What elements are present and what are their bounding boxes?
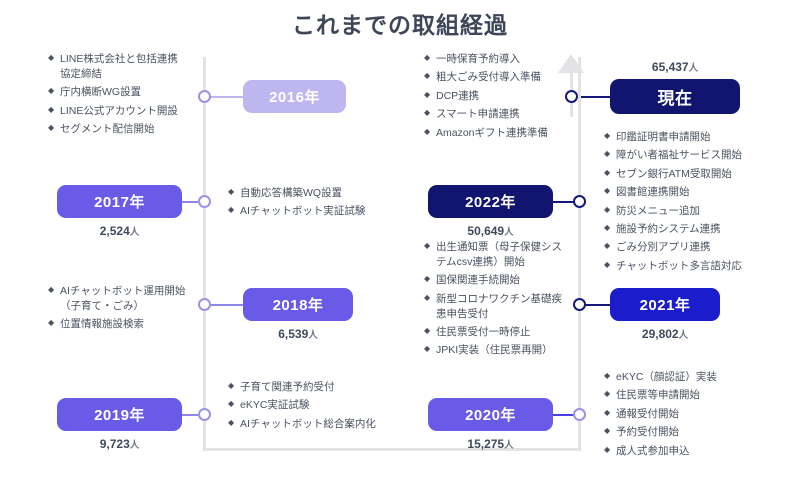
list-present: 印鑑証明書申請開始 障がい者福祉サービス開始 セブン銀行ATM受取開始 図書館連… — [604, 130, 784, 277]
node-present[interactable] — [565, 90, 578, 103]
list-2016: LINE株式会社と包括連携協定締結 庁内横断WG設置 LINE公式アカウント開設… — [48, 52, 180, 141]
chip-2019[interactable]: 2019年 — [57, 398, 182, 431]
node-2018[interactable] — [198, 298, 211, 311]
node-2017[interactable] — [198, 195, 211, 208]
count-unit: 人 — [129, 227, 140, 238]
count-value: 50,649 — [467, 224, 505, 238]
list-2018: AIチャットボット運用開始（子育て・ごみ） 位置情報施設検索 — [48, 284, 188, 336]
count-2017: 2,524人 — [57, 224, 182, 238]
list-item: 通報受付開始 — [604, 407, 779, 422]
count-value: 2,524 — [99, 224, 130, 238]
chip-2016[interactable]: 2016年 — [243, 80, 346, 113]
list-item: 自動応答構築WQ設置 — [228, 186, 388, 201]
count-2018: 6,539人 — [243, 327, 353, 341]
list-2017: 自動応答構築WQ設置 AIチャットボット実証試験 — [228, 186, 388, 223]
list-item: 粗大ごみ受付導入準備 — [424, 70, 574, 85]
chip-2022[interactable]: 2022年 — [428, 185, 553, 218]
count-unit: 人 — [308, 330, 318, 341]
list-item: Amazonギフト連携準備 — [424, 126, 574, 141]
list-2020: eKYC（顔認証）実装 住民票等申請開始 通報受付開始 予約受付開始 成人式参加… — [604, 370, 779, 462]
chip-2020[interactable]: 2020年 — [428, 398, 553, 431]
list-item: 予約受付開始 — [604, 425, 779, 440]
connector-present — [581, 96, 613, 98]
connector-2021 — [585, 304, 613, 306]
list-item: 出生通知票（母子保健システムcsv連携）開始 — [424, 240, 566, 270]
count-value: 29,802 — [641, 327, 679, 341]
chip-present[interactable]: 現在 — [610, 79, 740, 114]
list-item: LINE公式アカウント開設 — [48, 104, 180, 119]
list-2022: 一時保育予約導入 粗大ごみ受付導入準備 DCP連携 スマート申請連携 Amazo… — [424, 52, 574, 144]
count-unit: 人 — [678, 330, 689, 341]
rail-left — [203, 57, 206, 451]
chip-2021[interactable]: 2021年 — [610, 288, 720, 321]
list-item: LINE株式会社と包括連携協定締結 — [48, 52, 180, 82]
list-item: 印鑑証明書申請開始 — [604, 130, 784, 145]
list-item: 防災メニュー追加 — [604, 204, 784, 219]
connector-2020 — [553, 414, 581, 416]
list-item: 位置情報施設検索 — [48, 317, 188, 332]
rail-middle — [578, 57, 581, 451]
connector-2019 — [178, 414, 206, 416]
node-2022[interactable] — [573, 195, 586, 208]
count-unit: 人 — [129, 440, 140, 451]
list-item: eKYC実証試験 — [228, 398, 378, 413]
list-item: AIチャットボット総合案内化 — [228, 417, 378, 432]
list-item: eKYC（顔認証）実装 — [604, 370, 779, 385]
list-item: セグメント配信開始 — [48, 122, 180, 137]
count-2021: 29,802人 — [610, 327, 720, 341]
list-item: 住民票受付一時停止 — [424, 325, 566, 340]
count-unit: 人 — [504, 440, 514, 451]
count-unit: 人 — [688, 63, 699, 74]
chip-2018[interactable]: 2018年 — [243, 288, 353, 321]
connector-2016 — [210, 96, 246, 98]
list-item: 国保関連手続開始 — [424, 273, 566, 288]
node-2016[interactable] — [198, 90, 211, 103]
list-2021: 出生通知票（母子保健システムcsv連携）開始 国保関連手続開始 新型コロナワクチ… — [424, 240, 566, 362]
list-item: チャットボット多言語対応 — [604, 259, 784, 274]
connector-2022 — [553, 201, 581, 203]
count-unit: 人 — [504, 227, 514, 238]
list-item: 障がい者福祉サービス開始 — [604, 148, 784, 163]
count-2019: 9,723人 — [57, 437, 182, 451]
node-2019[interactable] — [198, 408, 211, 421]
list-item: 子育て関連予約受付 — [228, 380, 378, 395]
connector-2017 — [178, 201, 206, 203]
count-2020: 15,275人 — [428, 437, 553, 451]
list-item: DCP連携 — [424, 89, 574, 104]
count-value: 6,539 — [278, 327, 309, 341]
list-item: 図書館連携開始 — [604, 185, 784, 200]
count-value: 9,723 — [99, 437, 130, 451]
list-item: 施設予約システム連携 — [604, 222, 784, 237]
list-item: 一時保育予約導入 — [424, 52, 574, 67]
rail-bottom — [203, 448, 581, 451]
node-2020[interactable] — [573, 408, 586, 421]
count-2022: 50,649人 — [428, 224, 553, 238]
list-item: セブン銀行ATM受取開始 — [604, 167, 784, 182]
list-item: ごみ分別アプリ連携 — [604, 240, 784, 255]
count-value: 65,437 — [651, 60, 689, 74]
list-item: AIチャットボット運用開始（子育て・ごみ） — [48, 284, 188, 314]
chip-2017[interactable]: 2017年 — [57, 185, 182, 218]
list-item: スマート申請連携 — [424, 107, 574, 122]
list-item: 新型コロナワクチン基礎疾患申告受付 — [424, 292, 566, 322]
connector-2018 — [210, 304, 246, 306]
count-present: 65,437人 — [610, 60, 740, 74]
list-item: AIチャットボット実証試験 — [228, 204, 388, 219]
list-item: JPKI実装（住民票再開） — [424, 343, 566, 358]
node-2021[interactable] — [573, 298, 586, 311]
page-title: これまでの取組経過 — [292, 12, 508, 38]
list-2019: 子育て関連予約受付 eKYC実証試験 AIチャットボット総合案内化 — [228, 380, 378, 435]
list-item: 庁内横断WG設置 — [48, 85, 180, 100]
list-item: 住民票等申請開始 — [604, 388, 779, 403]
list-item: 成人式参加申込 — [604, 444, 779, 459]
count-value: 15,275 — [467, 437, 505, 451]
